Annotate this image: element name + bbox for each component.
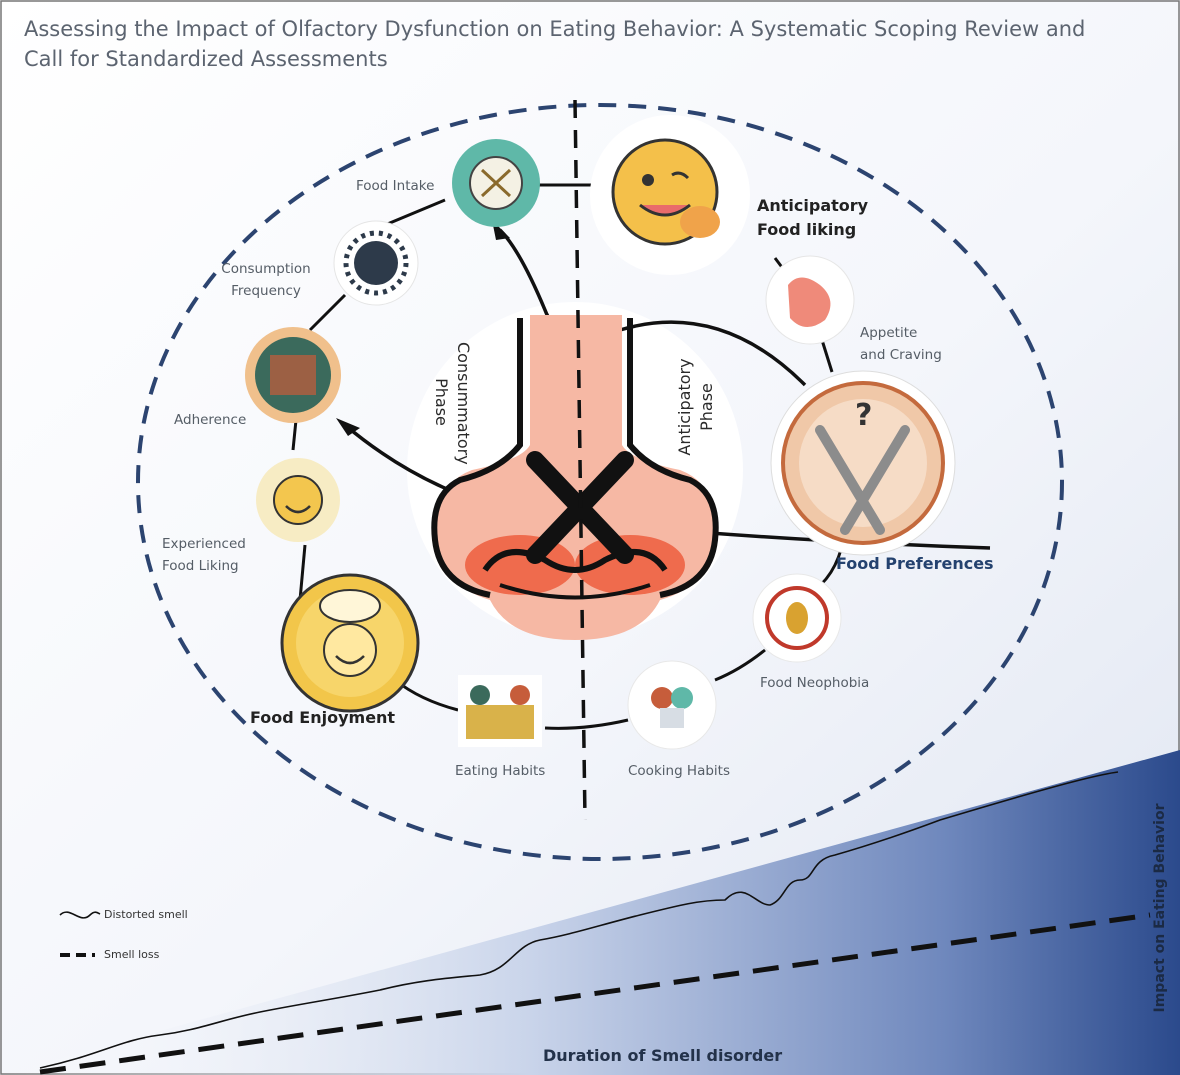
cooking-habits-label: Cooking Habits (628, 763, 731, 779)
appetite-craving-icon (765, 255, 855, 345)
distorted-smell-line (39, 771, 1119, 1069)
experienced-food-liking-label: Experienced Food Liking (162, 533, 246, 577)
food-enjoyment-label: Food Enjoyment (250, 708, 396, 727)
consumption-frequency-label-line1: Consumption (221, 261, 311, 277)
adherence-icon (245, 327, 341, 423)
food-intake-icon (452, 139, 540, 227)
anticipatory-food-liking-label-line2: Food liking (757, 220, 857, 239)
smell-loss-line (39, 912, 1151, 1075)
experienced-food-liking-label-line2: Food Liking (162, 558, 239, 574)
legend-distorted-smell-swatch (59, 911, 101, 919)
dashed-boundary-circle (136, 103, 1064, 861)
impact-wedge (0, 750, 1180, 1075)
title-line-2: Call for Standardized Assessments (24, 47, 388, 71)
food-intake-label: Food Intake (356, 178, 435, 194)
consumption-frequency-icon (333, 220, 419, 306)
impact-chart (39, 771, 1151, 1075)
nose-icon (431, 315, 719, 640)
food-neophobia-label: Food Neophobia (760, 675, 870, 691)
consummatory-phase-label-line2: Phase (432, 378, 451, 426)
title-line-1: Assessing the Impact of Olfactory Dysfun… (24, 17, 1086, 41)
food-preferences-icon: ? (770, 370, 956, 556)
consummatory-phase-label-line1: Consummatory (454, 342, 473, 465)
consumption-frequency-label: Consumption Frequency (205, 258, 327, 302)
x-axis-label: Duration of Smell disorder (543, 1046, 783, 1065)
experienced-food-liking-icon (256, 458, 340, 542)
cooking-habits-icon (627, 660, 717, 750)
food-enjoyment-icon (280, 573, 420, 713)
phase-divider (573, 99, 587, 821)
anticipatory-food-liking-label-line1: Anticipatory (757, 196, 869, 215)
anticipatory-food-liking-icon (590, 115, 750, 275)
eating-habits-icon (458, 675, 542, 747)
anticipatory-phase-label-line1: Anticipatory (675, 358, 694, 456)
anticipatory-phase-label-line2: Phase (697, 383, 716, 431)
figure-title: Assessing the Impact of Olfactory Dysfun… (24, 14, 1164, 74)
legend-distorted-smell-label: Distorted smell (104, 908, 188, 921)
experienced-food-liking-label-line1: Experienced (162, 536, 246, 552)
legend-smell-loss-label: Smell loss (104, 948, 160, 961)
appetite-and-craving-label-line1: Appetite (860, 325, 918, 341)
appetite-and-craving-label: Appetite and Craving (860, 322, 942, 366)
food-neophobia-icon (752, 573, 842, 663)
anticipatory-phase-label: Anticipatory Phase (674, 347, 718, 467)
legend (59, 911, 101, 957)
food-preferences-label: Food Preferences (836, 554, 994, 573)
anticipatory-food-liking-label: Anticipatory Food liking (757, 194, 868, 242)
consummatory-phase-label: Consummatory Phase (430, 342, 474, 465)
svg-text:?: ? (855, 398, 872, 433)
consumption-frequency-label-line2: Frequency (231, 283, 301, 299)
adherence-label: Adherence (174, 412, 247, 428)
y-axis-label: Impact on Eating Behavior (1152, 803, 1168, 1013)
eating-habits-label: Eating Habits (455, 763, 546, 779)
appetite-and-craving-label-line2: and Craving (860, 347, 942, 363)
